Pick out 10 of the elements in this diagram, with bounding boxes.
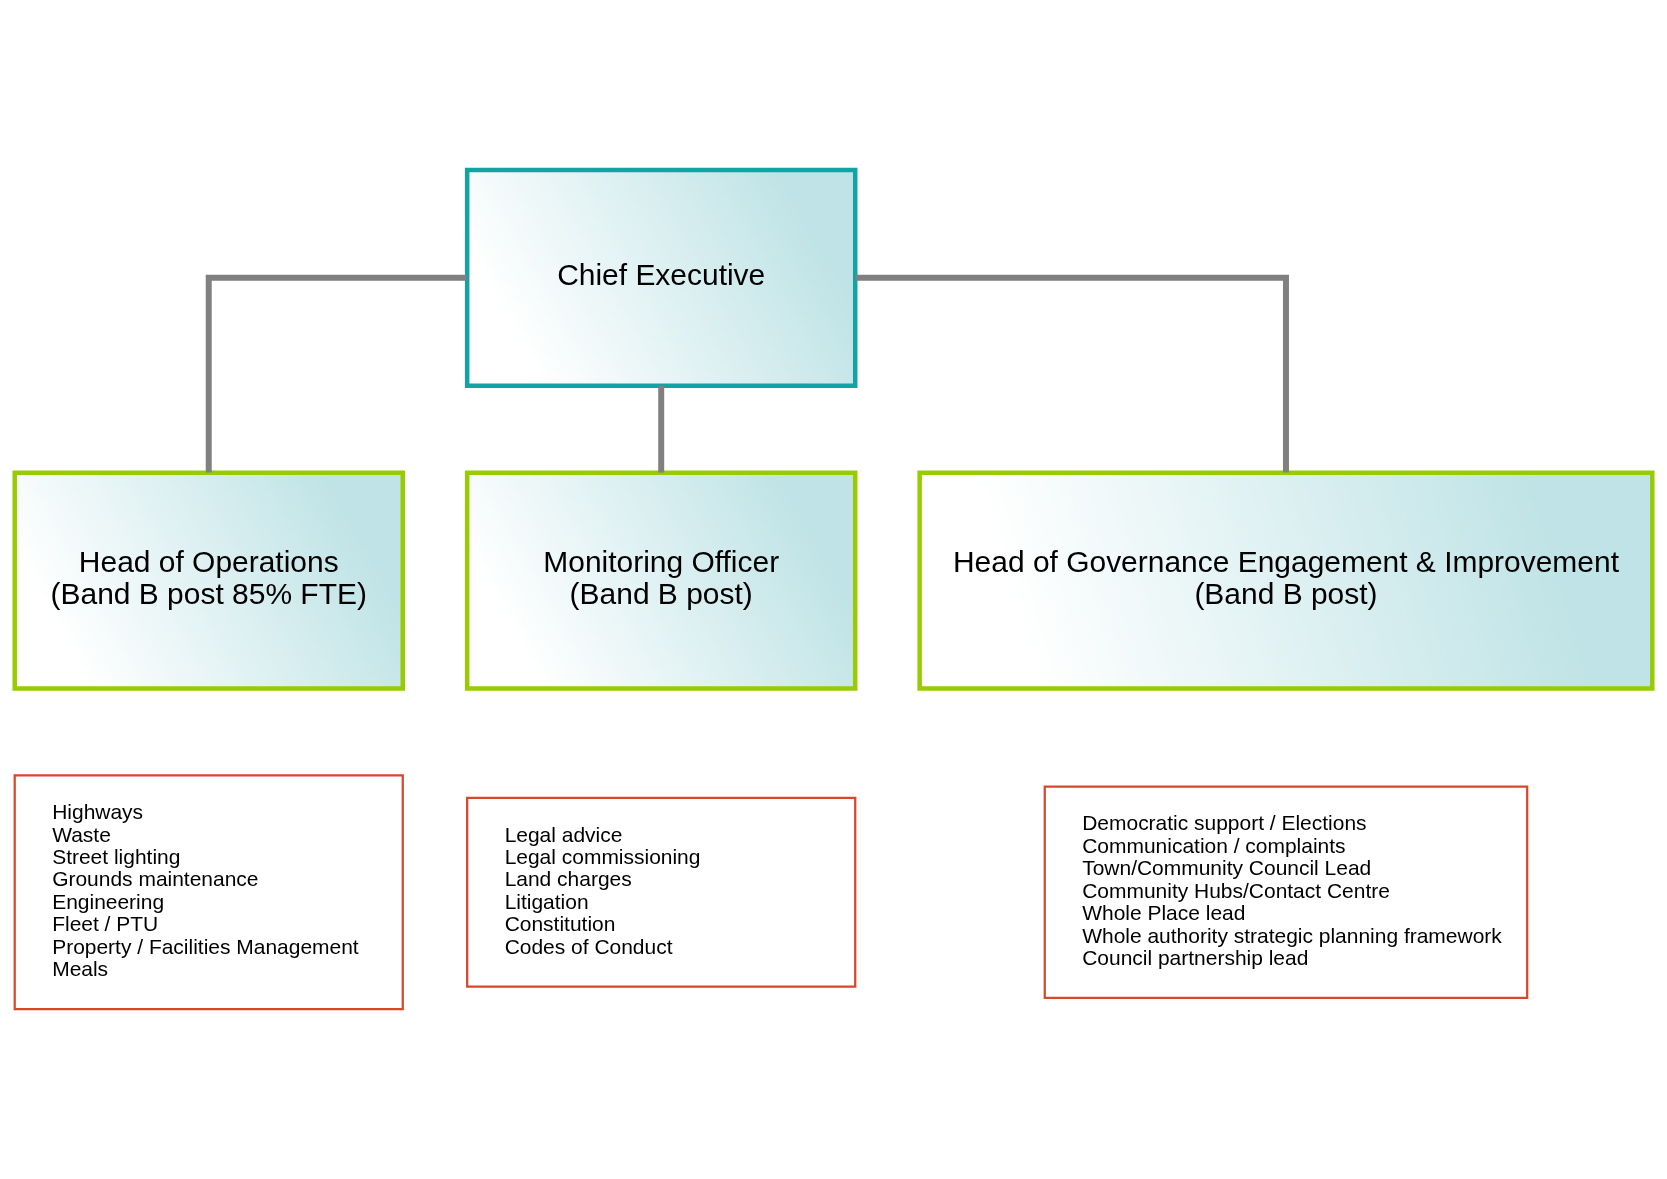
node-box: Legal advice Legal commissioning Land charges Litigation Constitution Codes of Conduct — [466, 796, 857, 988]
connector — [658, 385, 665, 473]
node-box: Head of Governance Engagement & Improvement (Band B post) — [917, 470, 1655, 691]
node-box: Monitoring Officer (Band B post) — [464, 470, 858, 691]
node-box: Chief Executive — [464, 167, 858, 388]
node-box: Highways Waste Street lighting Grounds maintenance Engineering Fleet / PTU Property / Facilities Management Meals — [13, 774, 404, 1011]
node-box: Democratic support / Elections Communication / complaints Town/Community Council Lead Community Hubs/Contact Centre Whole Place lead Whole authority strategic planning framework Council partnership lead — [1043, 785, 1529, 999]
connector — [205, 274, 467, 473]
connector — [855, 274, 1289, 473]
node-box: Head of Operations (Band B post 85% FTE) — [12, 470, 405, 691]
